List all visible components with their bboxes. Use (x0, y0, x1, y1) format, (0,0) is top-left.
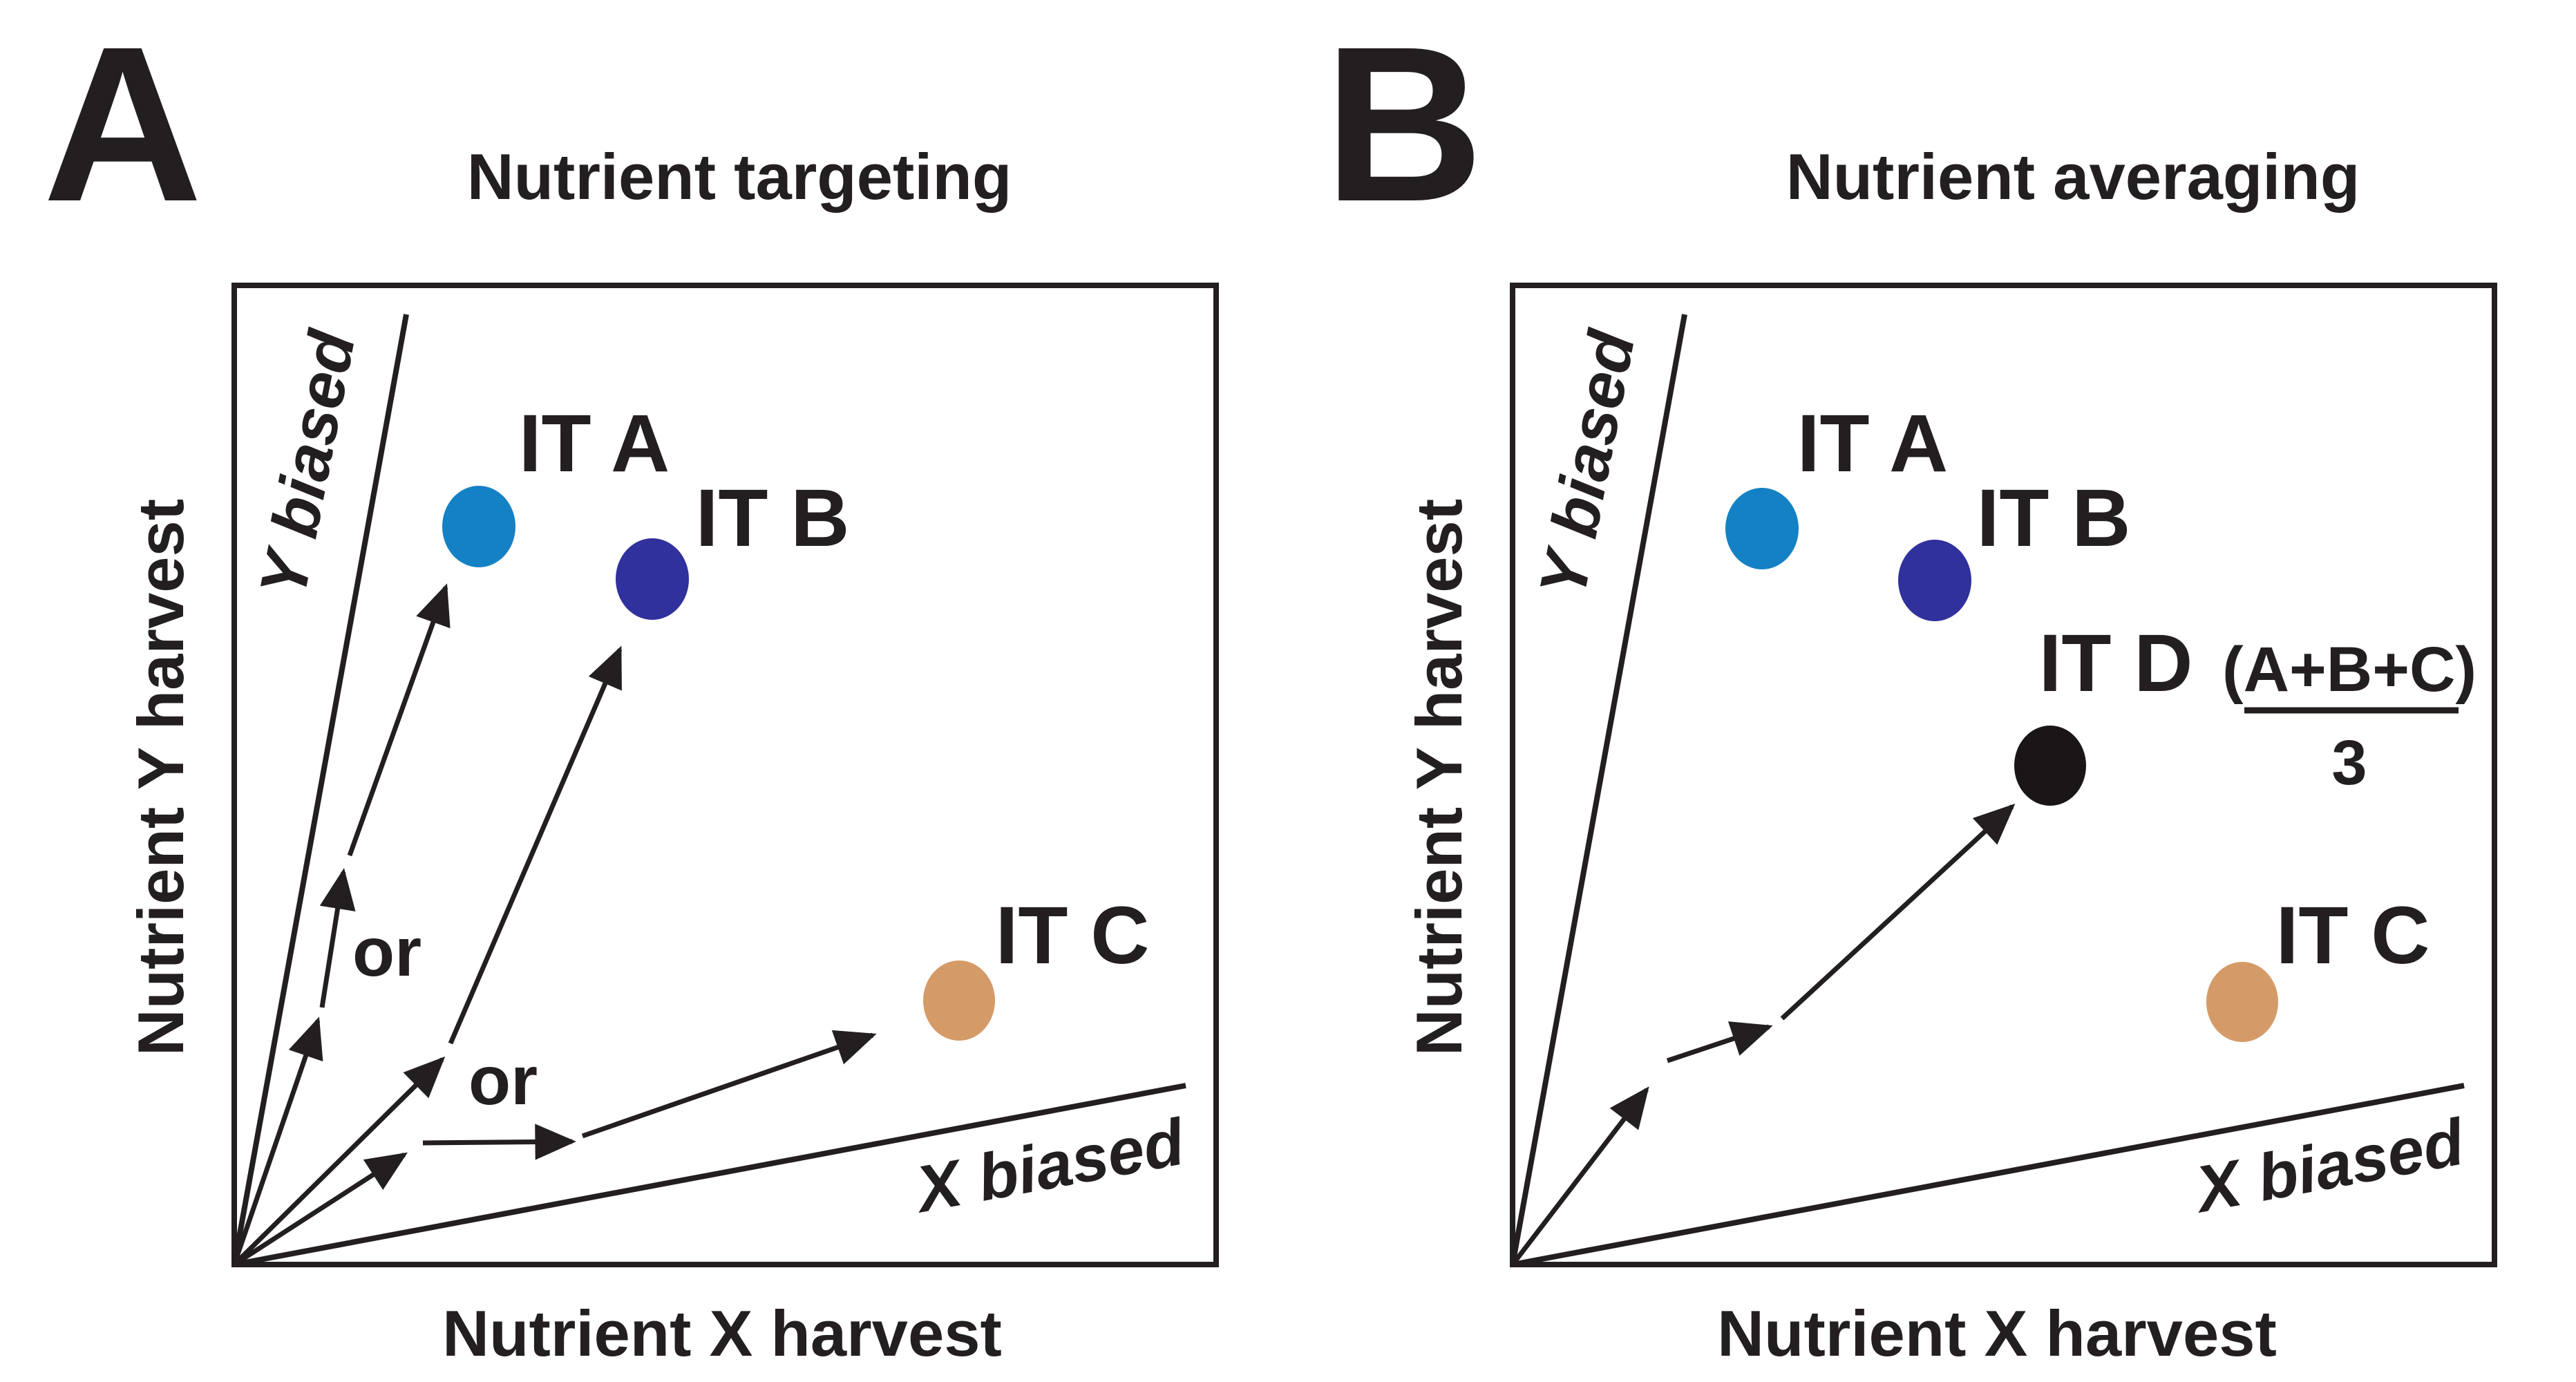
y-biased-rail-b (1510, 314, 1687, 1265)
y-biased-rail-a (231, 314, 409, 1265)
trajectory-b-segment-2 (448, 645, 623, 1045)
trajectory-c-segment-2 (422, 1124, 576, 1160)
intake-target-dot-it-a-b (1725, 488, 1799, 569)
x-biased-rail-label-b: X biased (2187, 1105, 2470, 1227)
trajectory-d-segment-1 (1510, 1086, 1649, 1267)
panel-a-y-axis-label: Nutrient Y harvest (124, 499, 197, 1056)
x-biased-rail-a (234, 1083, 1186, 1267)
panel-a-title: Nutrient targeting (467, 140, 1012, 213)
label-it-b: IT B (696, 473, 850, 564)
trajectory-c-segment-3 (581, 1030, 877, 1139)
intake-target-dot-it-d (2014, 726, 2086, 806)
trajectory-a-segment-1 (231, 1016, 323, 1266)
intake-target-dot-it-c-b (2206, 962, 2278, 1042)
intake-target-dot-it-c (923, 960, 995, 1041)
label-it-a: IT A (519, 398, 670, 489)
or-label-1: or (352, 914, 422, 991)
trajectory-c-segment-1 (233, 1152, 408, 1267)
label-it-c: IT C (996, 890, 1150, 981)
trajectory-a-segment-3 (347, 583, 451, 857)
x-biased-rail-b (1512, 1083, 2465, 1267)
trajectory-a-segment-2 (319, 868, 356, 1008)
x-biased-rail-label-a: X biased (907, 1105, 1191, 1227)
panel-b: B Nutrient averaging Nutrient Y harvest … (1324, 0, 2497, 1370)
panel-b-y-axis-label: Nutrient Y harvest (1403, 499, 1475, 1056)
panel-b-title: Nutrient averaging (1786, 140, 2360, 213)
trajectory-d-segment-2 (1666, 1021, 1773, 1063)
average-formula: (A+B+C) 3 (2222, 634, 2476, 798)
panel-a: A Nutrient targeting Nutrient Y harvest … (43, 0, 1219, 1370)
y-biased-rail-label-b: Y biased (1526, 324, 1649, 603)
formula-numerator: (A+B+C) (2222, 634, 2476, 705)
intake-target-dot-it-b-b (1898, 540, 1971, 621)
panel-b-x-axis-label: Nutrient X harvest (1717, 1297, 2277, 1370)
panel-a-x-axis-label: Nutrient X harvest (442, 1297, 1002, 1370)
panel-letter-a: A (43, 0, 202, 247)
label-it-a-b: IT A (1797, 398, 1948, 489)
y-biased-rail-label-a: Y biased (246, 324, 370, 603)
label-it-d: IT D (2039, 618, 2193, 709)
label-it-b-b: IT B (1977, 473, 2131, 564)
plot-box-b (1510, 283, 2497, 1267)
trajectory-b-segment-1 (232, 1056, 446, 1267)
or-label-2: or (468, 1042, 538, 1119)
intake-target-dot-it-a (442, 486, 515, 567)
plot-box-a (231, 283, 1219, 1267)
label-it-c-b: IT C (2276, 890, 2430, 981)
panel-letter-b: B (1324, 0, 1484, 247)
trajectory-d-segment-3 (1780, 803, 2016, 1021)
formula-denominator: 3 (2331, 728, 2367, 798)
intake-target-dot-it-b (616, 538, 689, 620)
